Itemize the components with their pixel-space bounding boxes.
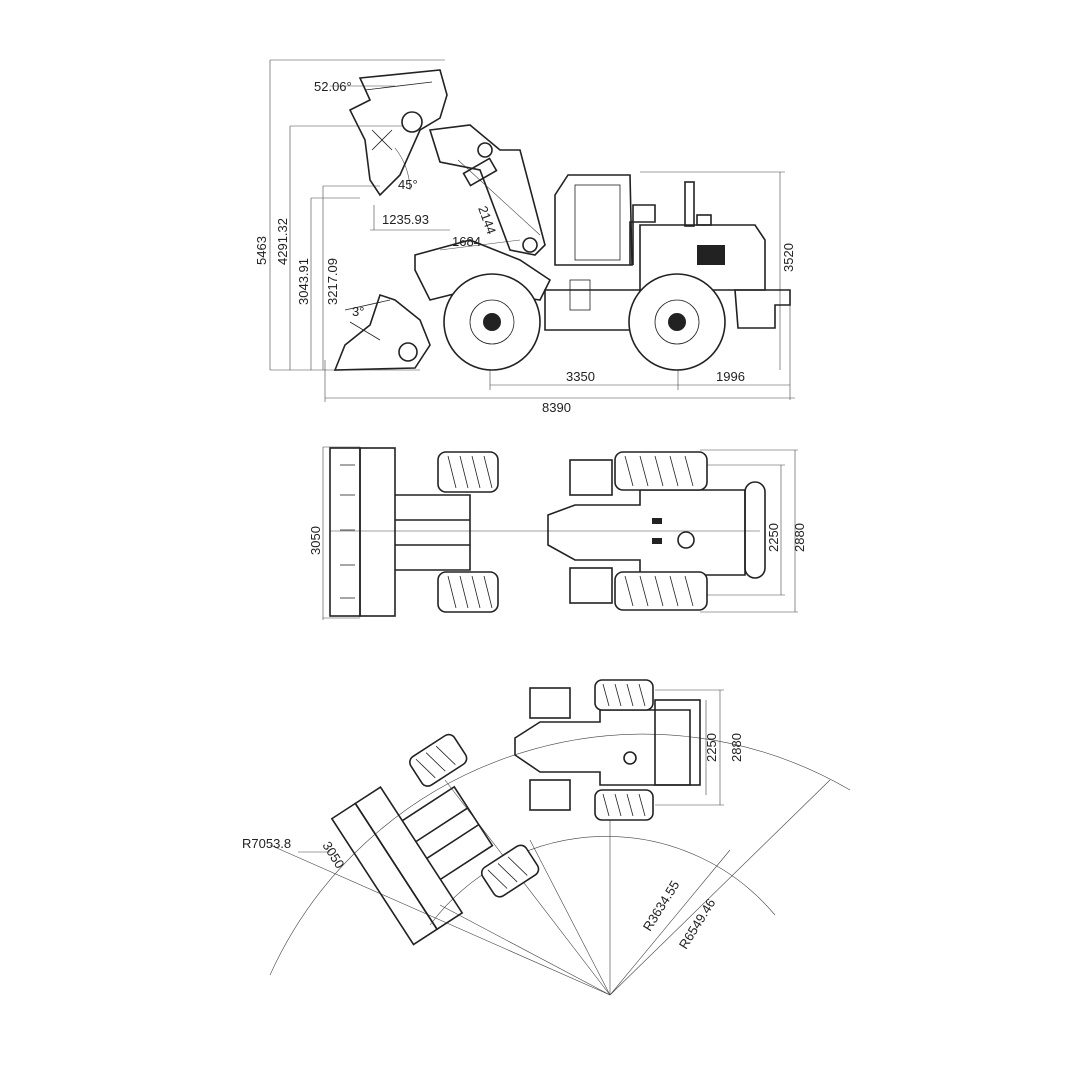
rear-overhang-label: 1996 <box>716 369 745 384</box>
arm-length-label: 2144 <box>475 204 499 236</box>
turning-rear-frame <box>514 679 701 821</box>
raised-bucket <box>348 69 448 197</box>
top-tread-label: 2250 <box>766 523 781 552</box>
radius-inner-label: R3634.55 <box>640 878 683 934</box>
lowered-bucket <box>333 293 431 371</box>
turning-bucket-width-label: 3050 <box>319 839 347 871</box>
wheels-side <box>443 273 726 371</box>
turning-tread-label: 2250 <box>704 733 719 762</box>
radius-outer-tire-label: R6549.46 <box>676 896 719 952</box>
rear-frame-top <box>547 451 766 611</box>
turning-overall-width-label: 2880 <box>729 733 744 762</box>
height-dump-label: 3043.91 <box>296 258 311 305</box>
height-dump-clear-label: 3217.09 <box>325 258 340 305</box>
top-dimension-lines <box>322 446 798 620</box>
turning-front-frame <box>330 733 540 946</box>
side-view: 52.06° 45° 3° 1235.93 1684 2144 5463 429… <box>254 59 796 415</box>
top-overall-width-label: 2880 <box>792 523 807 552</box>
height-total-label: 5463 <box>254 236 269 265</box>
turning-radius-arcs <box>269 689 851 996</box>
dump-angle-label: 52.06° <box>314 79 352 94</box>
top-view: 3050 2250 2880 <box>308 446 807 620</box>
ground-angle-label: 3° <box>352 304 364 319</box>
radius-bucket-label: R7053.8 <box>242 836 291 851</box>
reach-low-label: 1684 <box>452 234 481 249</box>
side-dimension-lines <box>269 59 795 402</box>
lift-arm <box>414 124 552 301</box>
overall-length-label: 8390 <box>542 400 571 415</box>
reach-high-label: 1235.93 <box>382 212 429 227</box>
front-tires-top <box>437 451 499 613</box>
rollback-angle-label: 45° <box>398 177 418 192</box>
wheelbase-label: 3350 <box>566 369 595 384</box>
height-pin-label: 4291.32 <box>275 218 290 265</box>
height-cab-label: 3520 <box>781 243 796 272</box>
turning-view: 2250 2880 3050 R7053.8 R3634.55 R6549.46 <box>242 679 851 996</box>
top-bucket-width-label: 3050 <box>308 526 323 555</box>
